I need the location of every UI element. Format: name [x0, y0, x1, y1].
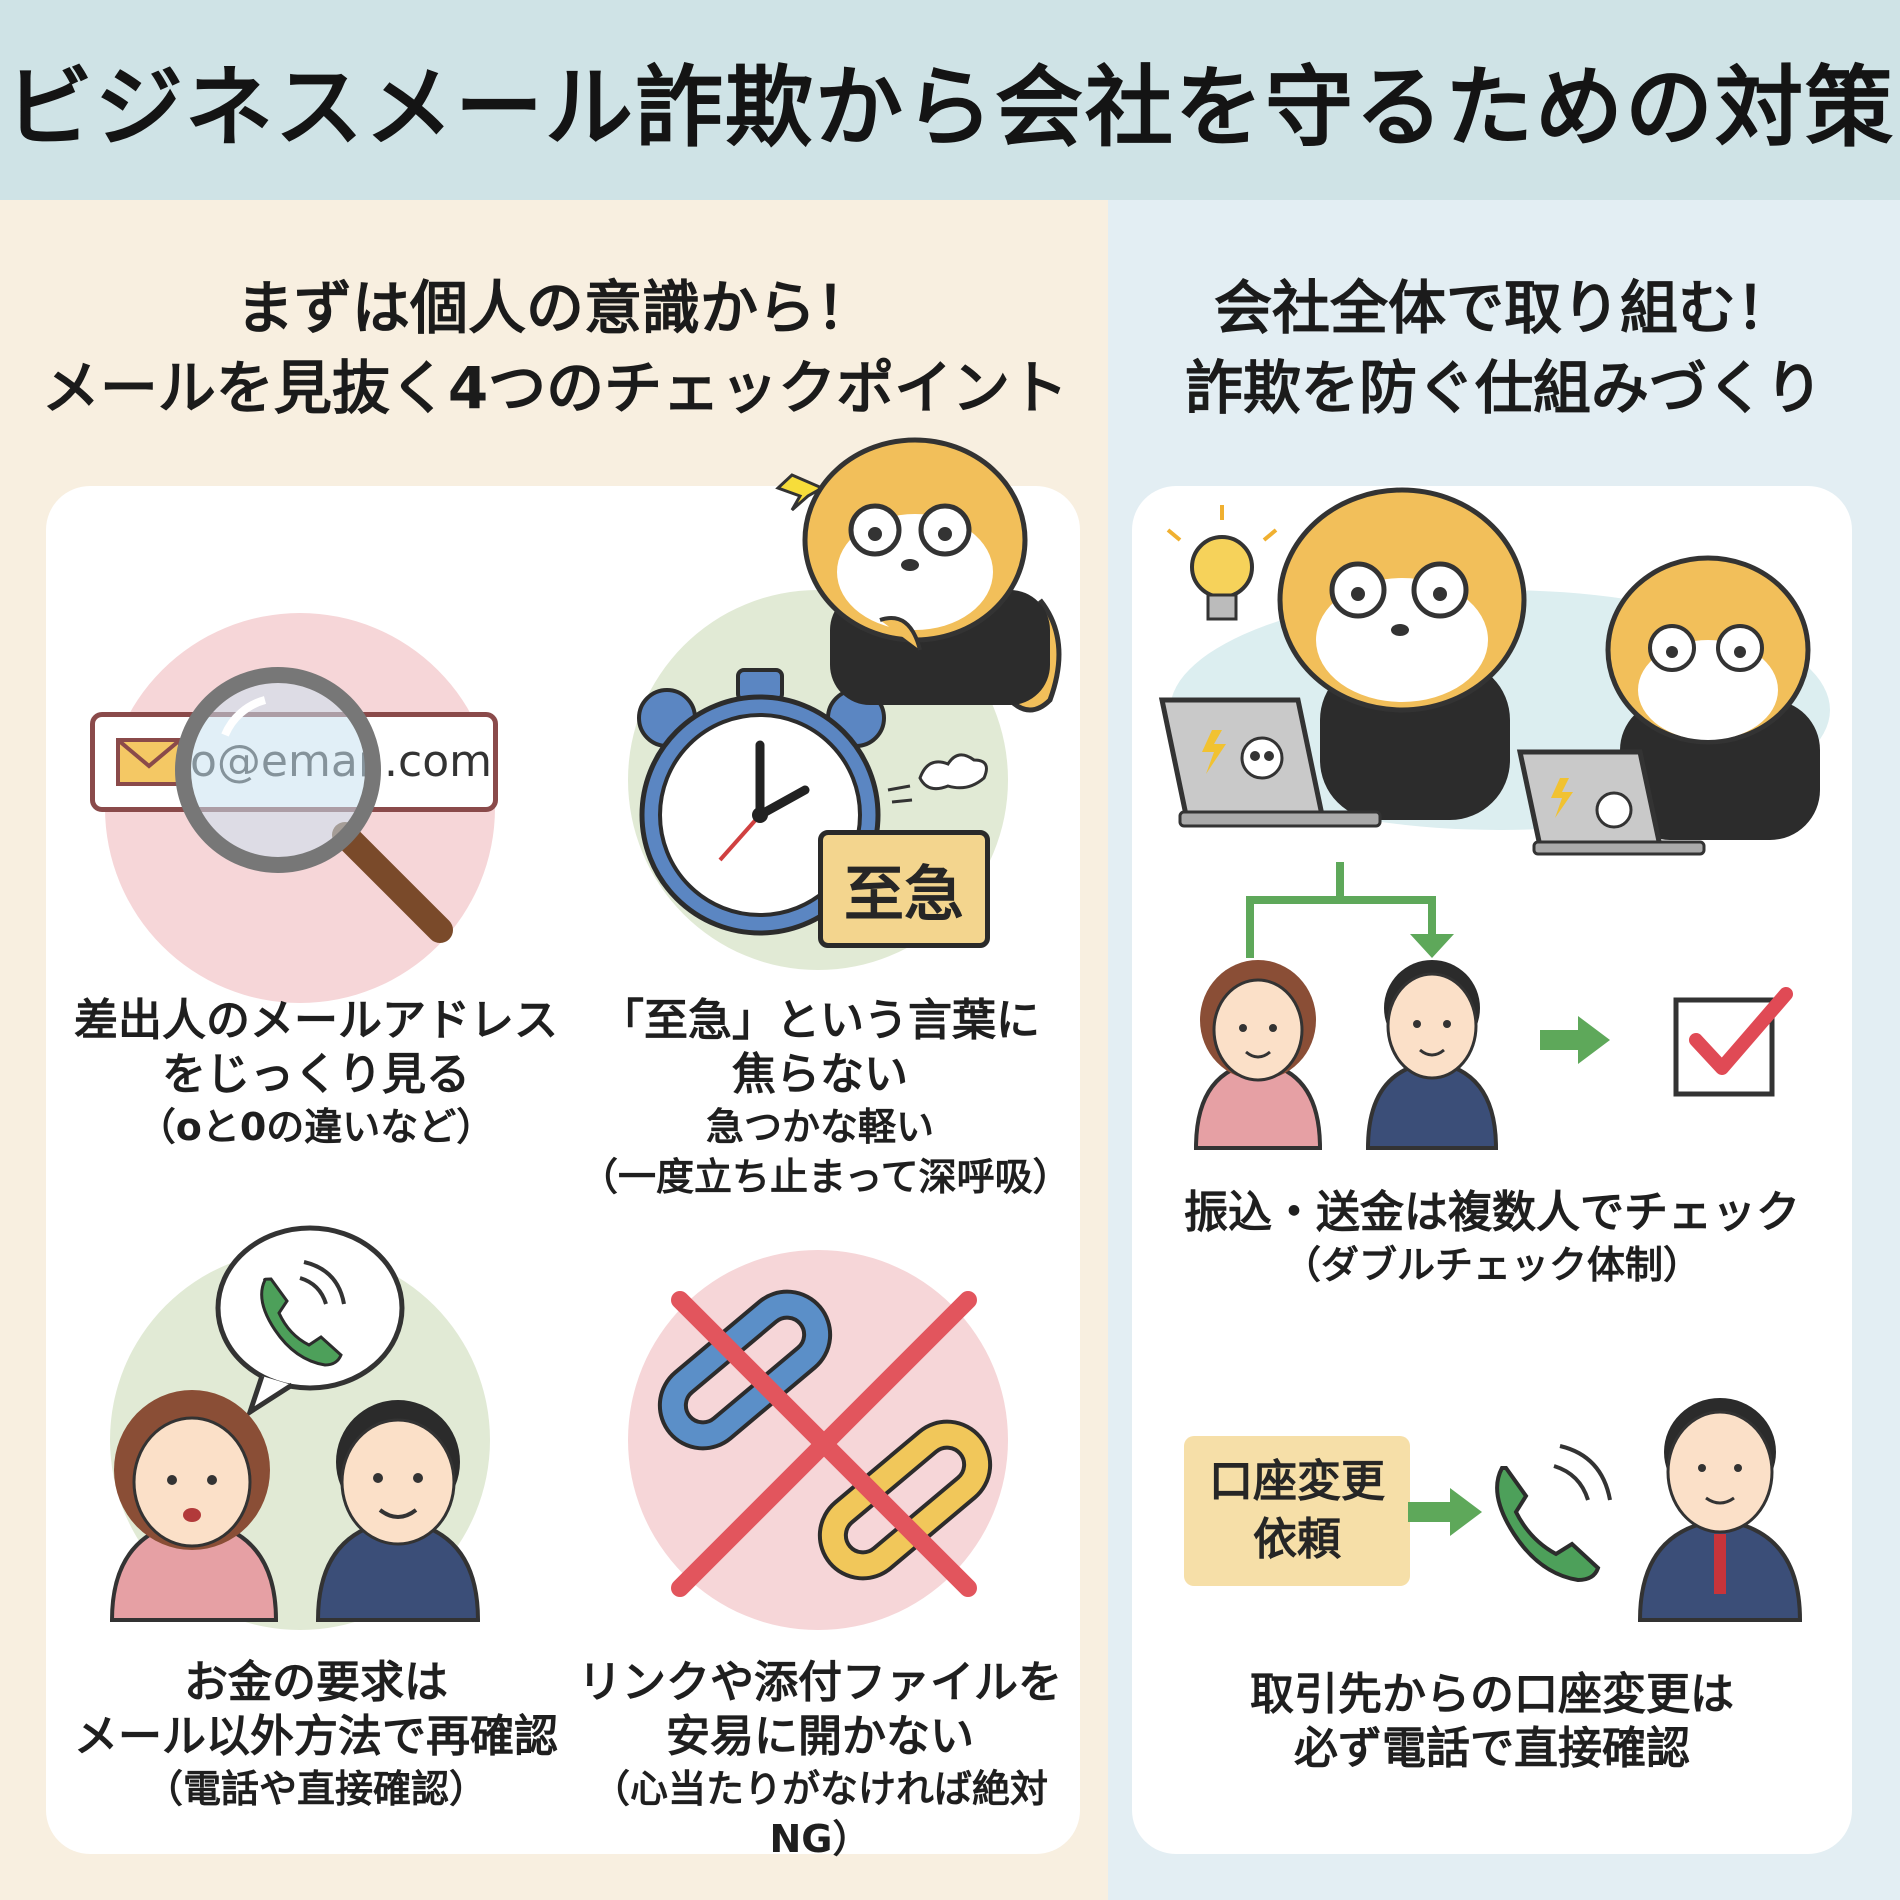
caption-item-3: お金の要求は メール以外方法で再確認 （電話や直接確認）	[56, 1656, 576, 1814]
caption-right-1-sub: （ダブルチェック体制）	[1282, 1243, 1701, 1287]
account-change-request-box: 口座変更 依頼	[1184, 1436, 1410, 1586]
request-box-line2: 依頼	[1253, 1514, 1341, 1565]
puff-icon	[887, 753, 988, 804]
verify-call-scene	[1408, 1398, 1803, 1622]
man-icon	[315, 1400, 481, 1622]
caption-4-main2: 安易に開かない	[666, 1711, 974, 1762]
lightbulb-icon	[1166, 505, 1278, 621]
caption-2-sub1: 急つかな軽い	[705, 1105, 934, 1149]
phone-icon	[1495, 1444, 1612, 1583]
phone-bubble-icon	[215, 1225, 405, 1418]
caption-right-2-main2: 必ず電話で直接確認	[1294, 1723, 1690, 1774]
header: ビジネスメール詐欺から会社を守るための対策	[0, 0, 1900, 200]
caption-2-main2: 焦らない	[732, 1049, 908, 1100]
right-heading-line2: 詐欺を防ぐ仕組みづくり	[1184, 354, 1823, 422]
man-icon-3	[1637, 1398, 1803, 1622]
caption-3-sub1: （電話や直接確認）	[144, 1767, 487, 1811]
double-check-flow	[1193, 862, 1793, 1150]
caption-item-4: リンクや添付ファイルを 安易に開かない （心当たりがなければ絶対NG）	[560, 1656, 1080, 1864]
woman-icon	[109, 1390, 279, 1622]
caption-1-main2: をじっくり見る	[162, 1049, 470, 1100]
caption-3-main1: お金の要求は	[184, 1657, 448, 1708]
caption-right-2: 取引先からの口座変更は 必ず電話で直接確認	[1142, 1668, 1842, 1776]
urgent-badge: 至急	[818, 830, 990, 948]
caption-right-1: 振込・送金は複数人でチェック （ダブルチェック体制）	[1142, 1186, 1842, 1290]
right-heading: 会社全体で取り組む！ 詐欺を防ぐ仕組みづくり	[1118, 268, 1890, 428]
arrow-icon	[1540, 1016, 1610, 1064]
caption-1-sub1: （oと0の違いなど）	[137, 1105, 495, 1149]
arrow-icon-2	[1408, 1488, 1482, 1536]
woman-icon-2	[1193, 960, 1323, 1150]
caption-item-1: 差出人のメールアドレス をじっくり見る （oと0の違いなど）	[56, 994, 576, 1152]
mascots-laptops-scene	[1158, 487, 1830, 856]
caption-3-main2: メール以外方法で再確認	[74, 1711, 558, 1762]
cross-icon	[671, 1291, 977, 1597]
caption-4-sub1: （心当たりがなければ絶対NG）	[591, 1767, 1048, 1861]
check-icon	[1673, 987, 1793, 1097]
right-heading-line1: 会社全体で取り組む！	[1213, 274, 1794, 342]
caption-1-main1: 差出人のメールアドレス	[74, 995, 558, 1046]
mail-icon	[116, 738, 182, 786]
magnifier-icon	[175, 667, 453, 943]
caption-2-sub2: （一度立ち止まって深呼吸）	[580, 1155, 1071, 1199]
mascot-icon	[775, 437, 1062, 713]
left-heading: まずは個人の意識から！ メールを見抜く4つのチェックポイント	[30, 268, 1080, 428]
caption-4-main1: リンクや添付ファイルを	[578, 1657, 1062, 1708]
skull-icon	[1240, 736, 1284, 780]
left-heading-line2: メールを見抜く4つのチェックポイント	[41, 354, 1069, 422]
caption-item-2: 「至急」という言葉に 焦らない 急つかな軽い （一度立ち止まって深呼吸）	[580, 994, 1071, 1202]
caption-right-2-main1: 取引先からの口座変更は	[1250, 1669, 1734, 1720]
caption-2-main1: 「至急」という言葉に	[600, 995, 1040, 1046]
request-box-line1: 口座変更	[1209, 1456, 1385, 1507]
left-heading-line1: まずは個人の意識から！	[235, 274, 874, 342]
page-title: ビジネスメール詐欺から会社を守るための対策	[4, 55, 1895, 159]
man-icon-2	[1365, 960, 1499, 1150]
caption-right-1-main: 振込・送金は複数人でチェック	[1184, 1187, 1800, 1238]
